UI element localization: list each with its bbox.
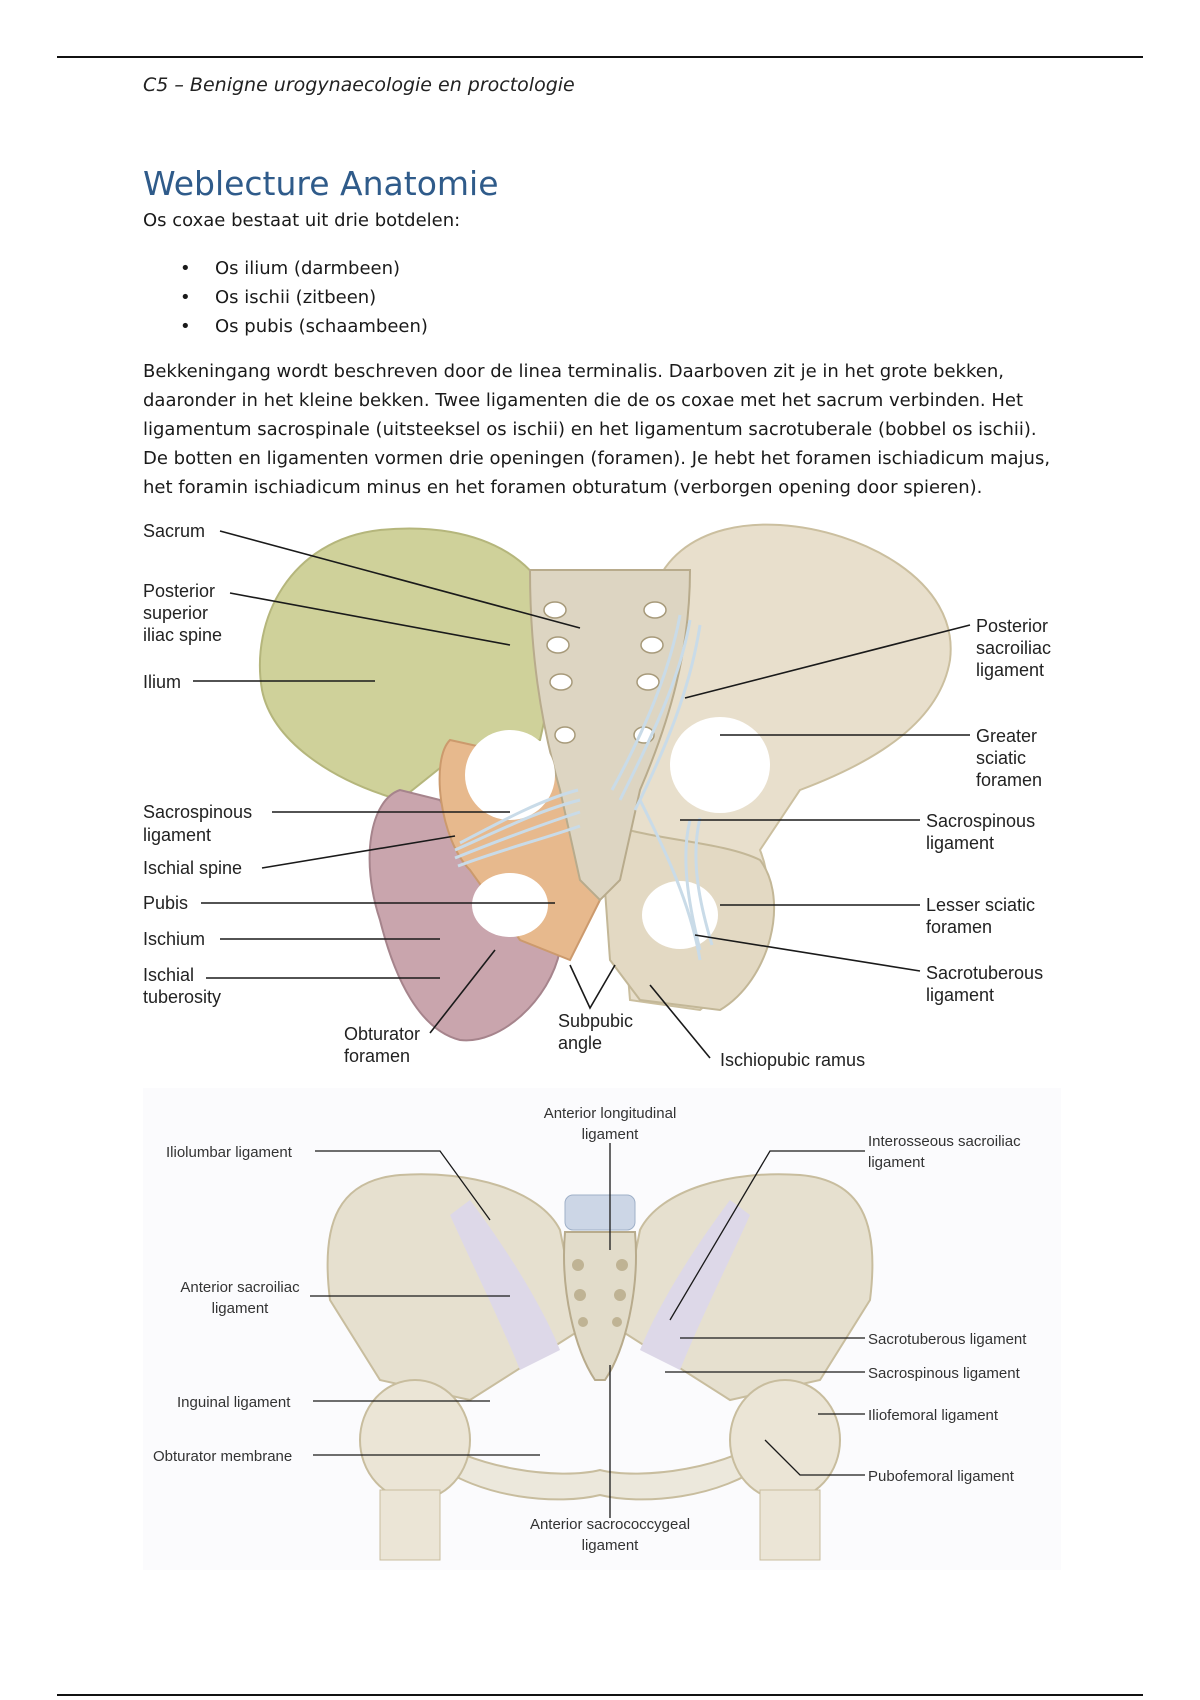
label-ischial-spine: Ischial spine bbox=[143, 858, 242, 878]
label-sacrotuberous: Sacrotuberous ligament bbox=[868, 1331, 1027, 1348]
label-sacrospinous-left-1: Sacrospinous bbox=[143, 802, 252, 822]
label-sacrotuberous-2: ligament bbox=[926, 985, 994, 1005]
label-sacrospinous-right-2: ligament bbox=[926, 833, 994, 853]
pelvis-posterior-illustration bbox=[260, 525, 951, 1041]
label-greater-sciatic-1: Greater bbox=[976, 726, 1037, 746]
label-posterior-sacroiliac-3: ligament bbox=[976, 660, 1044, 680]
label-iliofemoral: Iliofemoral ligament bbox=[868, 1407, 999, 1424]
label-sacrospinous-left-2: ligament bbox=[143, 825, 211, 845]
label-greater-sciatic-2: sciatic bbox=[976, 748, 1026, 768]
label-anterior-sacrococcygeal-2: ligament bbox=[582, 1537, 640, 1554]
label-lesser-sciatic-2: foramen bbox=[926, 917, 992, 937]
label-anterior-sacrococcygeal-1: Anterior sacrococcygeal bbox=[530, 1516, 690, 1533]
label-pubofemoral: Pubofemoral ligament bbox=[868, 1468, 1015, 1485]
label-obturator-membrane: Obturator membrane bbox=[153, 1448, 292, 1465]
label-pubis: Pubis bbox=[143, 893, 188, 913]
label-sacrotuberous-1: Sacrotuberous bbox=[926, 963, 1043, 983]
label-obturator-foramen-1: Obturator bbox=[344, 1024, 420, 1044]
label-sacrum: Sacrum bbox=[143, 521, 205, 541]
label-psis-line3: iliac spine bbox=[143, 625, 222, 645]
label-posterior-sacroiliac-1: Posterior bbox=[976, 616, 1048, 636]
label-ischiopubic-ramus: Ischiopubic ramus bbox=[720, 1050, 865, 1070]
label-anterior-sacroiliac-2: ligament bbox=[212, 1300, 270, 1317]
label-greater-sciatic-3: foramen bbox=[976, 770, 1042, 790]
label-anterior-longitudinal-1: Anterior longitudinal bbox=[544, 1105, 677, 1122]
label-ilium: Ilium bbox=[143, 672, 181, 692]
label-iliolumbar: Iliolumbar ligament bbox=[166, 1144, 293, 1161]
label-posterior-sacroiliac-2: sacroiliac bbox=[976, 638, 1051, 658]
label-sacrospinous-right-1: Sacrospinous bbox=[926, 811, 1035, 831]
label-interosseous-sacroiliac-2: ligament bbox=[868, 1154, 926, 1171]
label-lesser-sciatic-1: Lesser sciatic bbox=[926, 895, 1035, 915]
label-anterior-sacroiliac-1: Anterior sacroiliac bbox=[180, 1279, 300, 1296]
label-ischium: Ischium bbox=[143, 929, 205, 949]
label-inguinal: Inguinal ligament bbox=[177, 1394, 291, 1411]
label-sacrospinous: Sacrospinous ligament bbox=[868, 1365, 1021, 1382]
label-subpubic-angle-2: angle bbox=[558, 1033, 602, 1053]
label-anterior-longitudinal-2: ligament bbox=[582, 1126, 640, 1143]
label-interosseous-sacroiliac-1: Interosseous sacroiliac bbox=[868, 1133, 1021, 1150]
label-ischial-tuberosity-1: Ischial bbox=[143, 965, 194, 985]
label-subpubic-angle-1: Subpubic bbox=[558, 1011, 633, 1031]
label-ischial-tuberosity-2: tuberosity bbox=[143, 987, 221, 1007]
footer-rule bbox=[57, 1694, 1143, 1696]
label-obturator-foramen-2: foramen bbox=[344, 1046, 410, 1066]
label-psis-line1: Posterior bbox=[143, 581, 215, 601]
label-psis-line2: superior bbox=[143, 603, 208, 623]
